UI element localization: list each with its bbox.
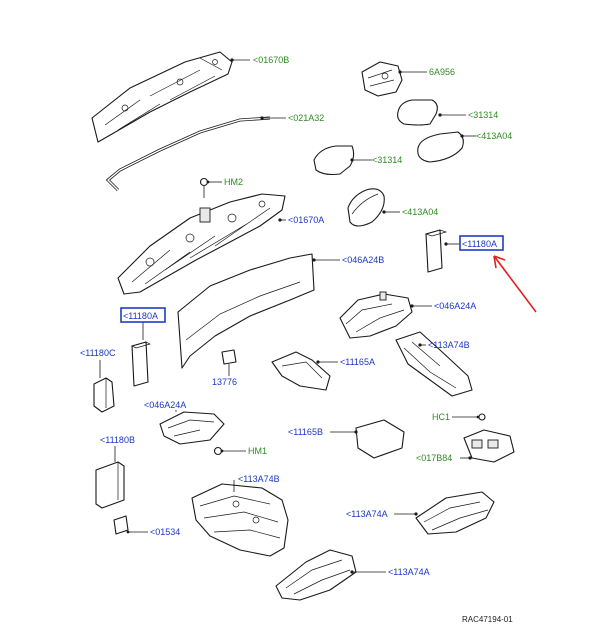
- label-31314-top: <31314: [468, 110, 498, 120]
- part-01670B: [91, 51, 250, 143]
- label-13776: 13776: [212, 377, 237, 387]
- label-31314-mid: <31314: [372, 155, 402, 165]
- label-HM2: HM2: [224, 177, 243, 187]
- label-01670B: <01670B: [253, 55, 289, 65]
- part-046A24A-left: [159, 410, 225, 445]
- part-01534: [113, 515, 148, 535]
- label-11180C: <11180C: [80, 348, 116, 358]
- part-11165A: [271, 351, 338, 391]
- label-HM1: HM1: [248, 446, 267, 456]
- part-017B84: [460, 429, 515, 463]
- label-11180A-left: <11180A: [123, 311, 158, 321]
- label-6A956: 6A956: [429, 67, 455, 77]
- label-413A04-mid: <413A04: [402, 207, 438, 217]
- part-021A32: [105, 116, 286, 192]
- part-11180A-right: [424, 229, 537, 313]
- label-01534: <01534: [150, 527, 180, 537]
- part-13776: [221, 349, 237, 376]
- label-046A24A-left: <046A24A: [144, 400, 186, 410]
- part-11180A-left: [120, 307, 166, 387]
- label-113A74A-bottom: <113A74A: [388, 567, 430, 577]
- label-413A04-top: <413A04: [476, 131, 512, 141]
- part-113A74B-bottom: [191, 480, 289, 557]
- part-113A74A-mid: [394, 491, 495, 535]
- label-113A74B-bottom: <113A74B: [238, 474, 280, 484]
- highlight-box-left: [120, 307, 166, 323]
- part-413A04-mid: [347, 188, 400, 227]
- label-11165A: <11165A: [340, 357, 375, 367]
- label-HC1: HC1: [432, 412, 450, 422]
- label-11165B: <11165B: [288, 427, 323, 437]
- label-01670A: <01670A: [288, 215, 324, 225]
- part-31314-top: [397, 99, 466, 126]
- part-046A24B: [177, 253, 340, 369]
- label-021A32: <021A32: [288, 113, 324, 123]
- part-113A74A-bottom: [275, 549, 386, 601]
- part-11180B: [95, 446, 125, 509]
- red-arrow: [493, 255, 537, 313]
- label-017B84: <017B84: [416, 453, 452, 463]
- label-11180A-right: <11180A: [462, 239, 497, 249]
- label-046A24B: <046A24B: [342, 255, 384, 265]
- part-11180C: [93, 360, 115, 413]
- part-HC1: [452, 413, 486, 421]
- part-HM2: [199, 177, 222, 198]
- label-113A74B-right: <113A74B: [428, 340, 470, 350]
- part-6A956: [361, 61, 427, 97]
- part-HM1: [213, 446, 246, 456]
- part-413A04-top: [417, 131, 476, 163]
- highlight-box-right: [459, 235, 504, 251]
- part-113A74B-right: [395, 331, 473, 397]
- part-046A24A-right: [339, 291, 432, 339]
- label-11180B: <11180B: [100, 435, 135, 445]
- label-113A74A-mid: <113A74A: [346, 509, 388, 519]
- part-31314-mid: [313, 145, 372, 176]
- part-01670A: [117, 193, 286, 295]
- reference-code: RAC47194-01: [462, 615, 513, 624]
- part-11165B: [330, 419, 405, 459]
- label-046A24A-right: <046A24A: [434, 301, 476, 311]
